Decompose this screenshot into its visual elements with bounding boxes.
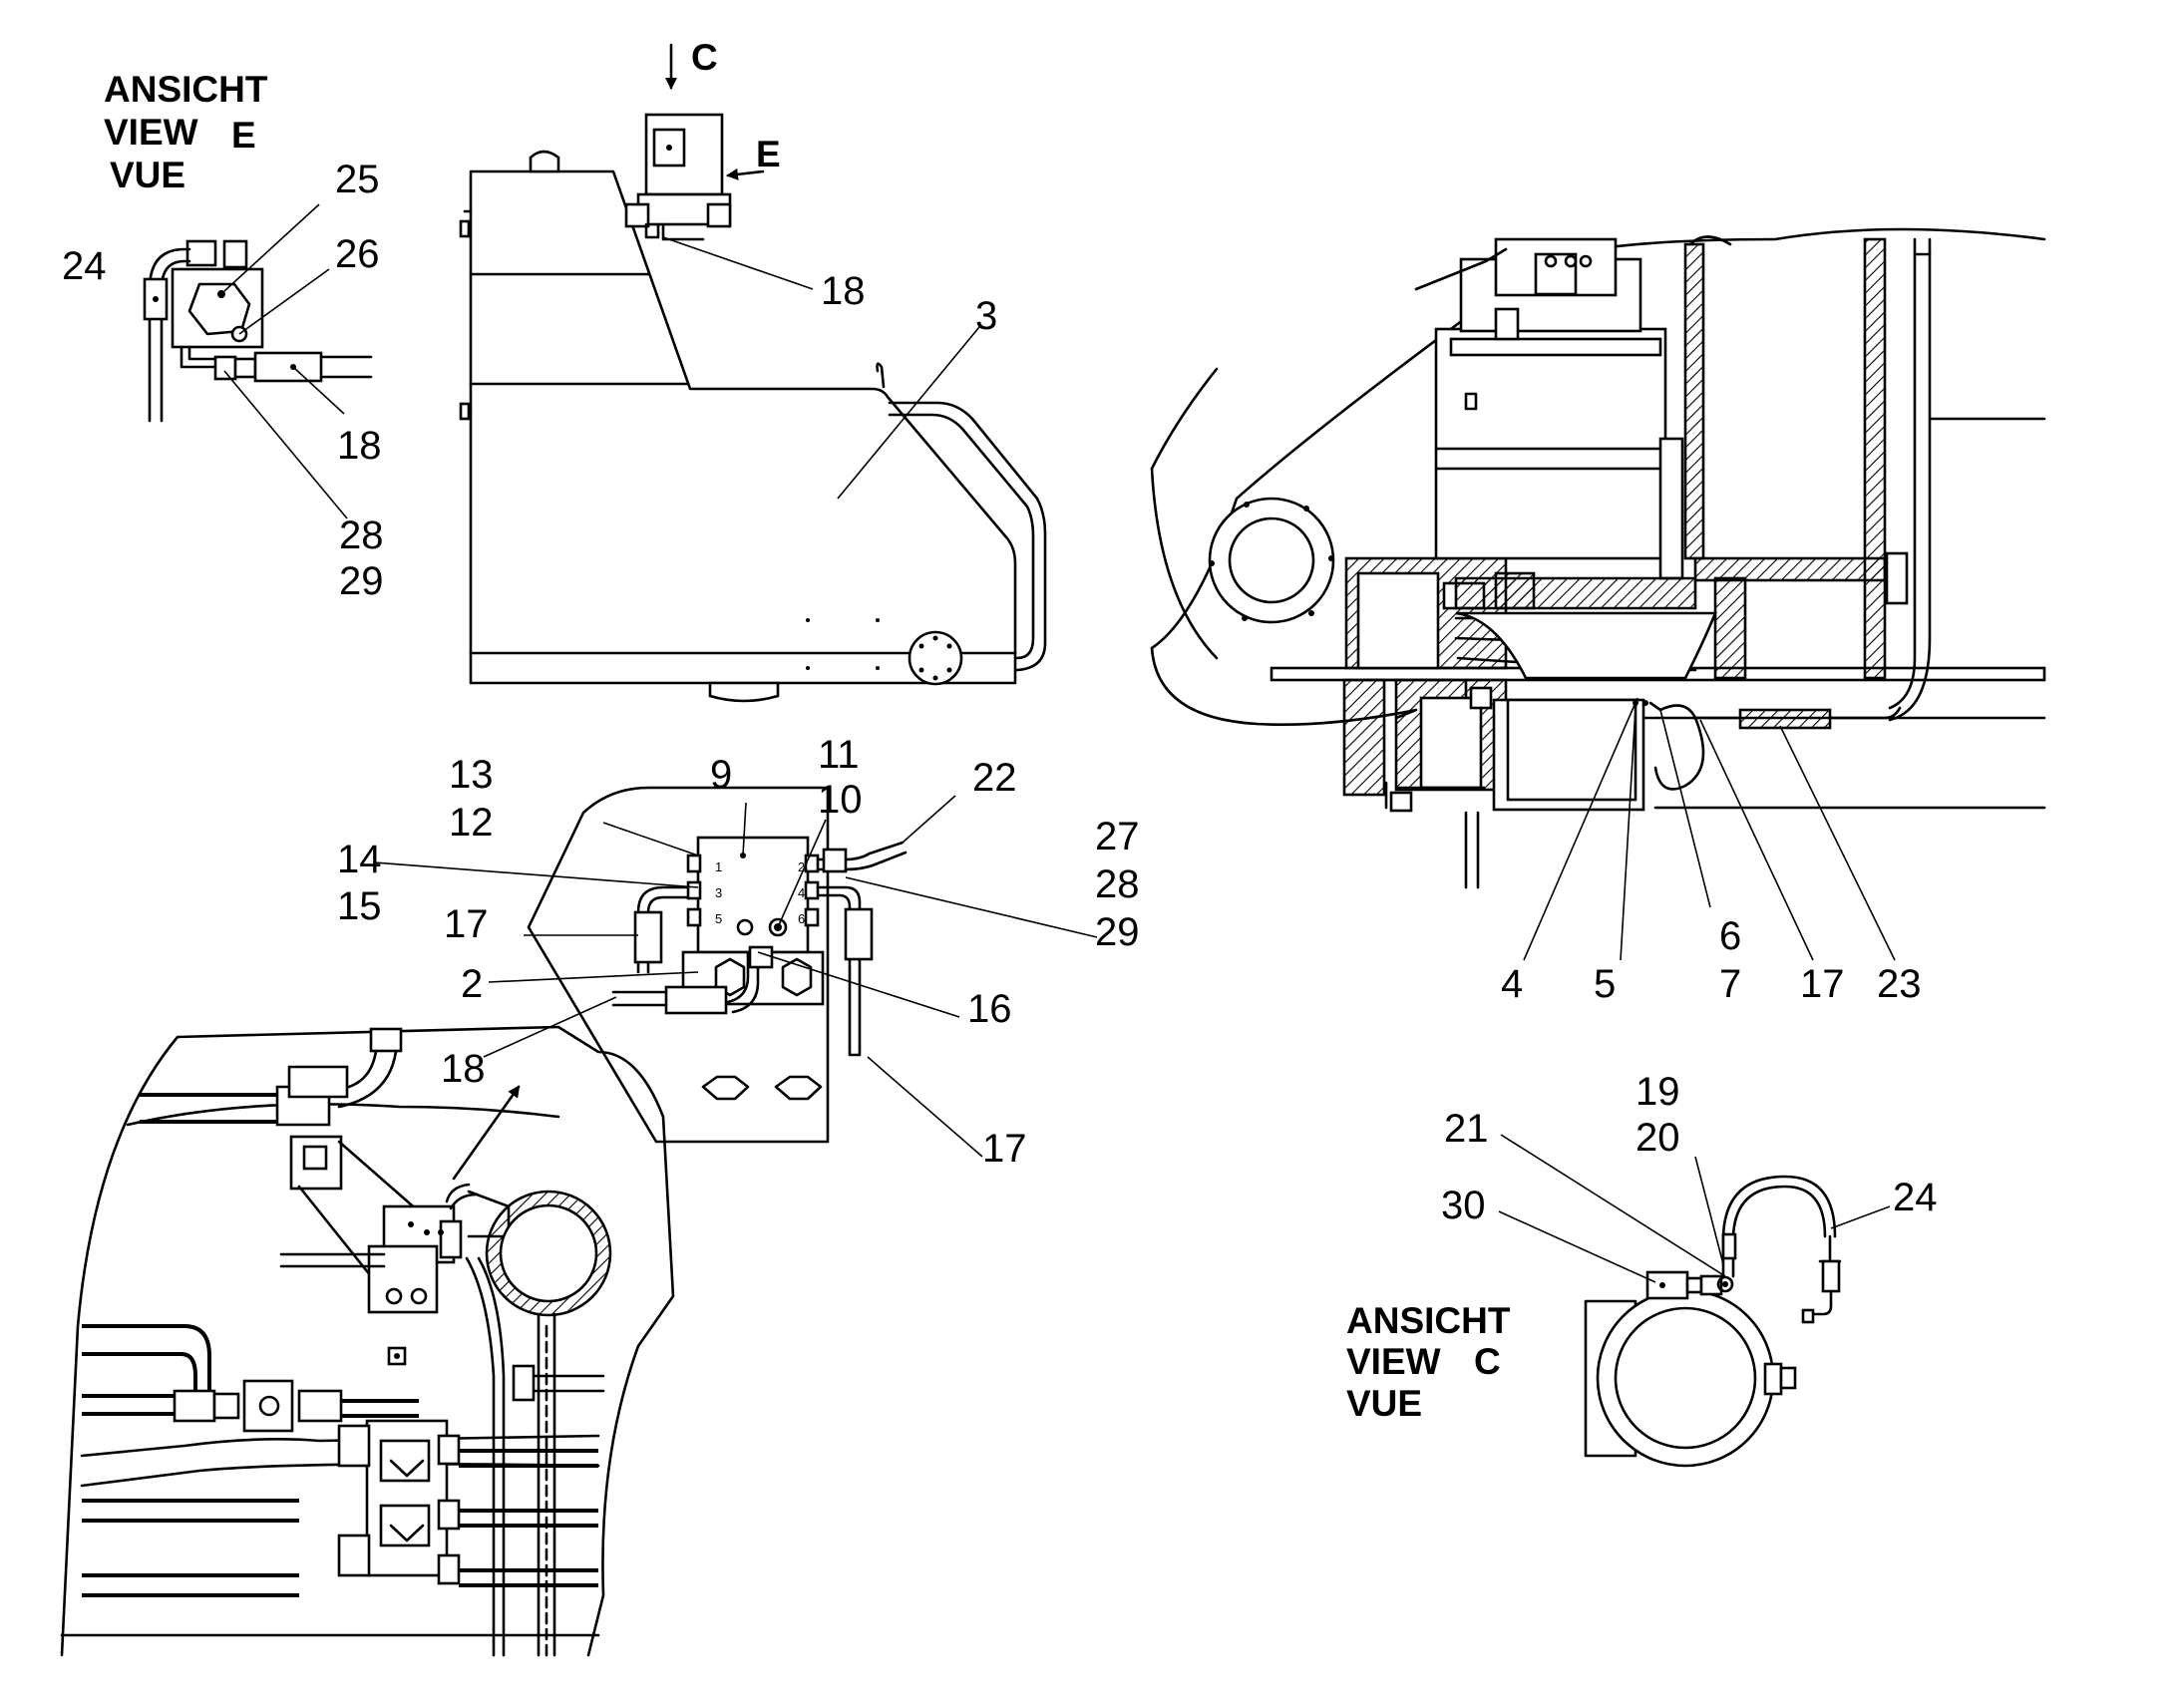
callout-e18: 18 [337,424,382,468]
callout-r17: 17 [1800,962,1845,1006]
view-e-title-line2: VIEW [104,112,198,153]
port-6: 6 [798,911,805,926]
callout-m14: 14 [337,838,382,881]
callout-t18: 18 [821,269,866,313]
port-3: 3 [715,885,722,900]
callout-m15: 15 [337,884,382,928]
callout-c24: 24 [1893,1176,1938,1219]
callout-e29: 29 [339,559,384,603]
callout-m17a: 17 [444,902,489,946]
callout-c21: 21 [1444,1107,1489,1151]
callout-c30: 30 [1441,1184,1486,1227]
callout-m17b: 17 [982,1127,1027,1171]
callout-m2: 2 [461,962,483,1006]
view-c-detail: 19 20 21 30 24 ANSICHT VIEW C VUE [1346,1070,1938,1468]
hydraulic-tank: C E 18 3 [459,37,1047,703]
callout-m11: 11 [818,733,860,777]
callout-m27: 27 [1095,815,1140,858]
callout-r5: 5 [1594,962,1616,1006]
callout-m12: 12 [449,801,494,845]
machine-frame-overview [60,1025,675,1657]
arrow-e-label: E [756,134,781,174]
callout-e25: 25 [335,158,380,201]
callout-r7: 7 [1719,962,1741,1006]
view-c-letter: C [1474,1341,1501,1382]
lube-pump [624,113,732,241]
callout-m9: 9 [710,753,732,797]
callout-e28: 28 [339,513,384,557]
port-4: 4 [798,885,805,900]
section-view: 4 5 6 7 17 23 [1150,227,2046,1006]
view-e-title-line3: VUE [110,155,185,195]
view-c-title-line3: VUE [1346,1383,1422,1424]
callout-t3: 3 [975,294,997,338]
view-e-title-line1: ANSICHT [104,69,268,110]
callout-m22: 22 [972,756,1017,800]
callout-r4: 4 [1501,962,1523,1006]
callout-m28: 28 [1095,862,1140,906]
view-e-callouts: 24 25 26 18 28 29 [62,158,384,603]
callout-m29: 29 [1095,910,1140,954]
view-c-title-line2: VIEW [1346,1341,1441,1382]
callout-r6: 6 [1719,914,1741,958]
callout-m18: 18 [441,1047,486,1091]
view-e-valve-assembly [143,239,373,423]
callout-m10: 10 [818,778,863,822]
callout-e26: 26 [335,232,380,276]
view-c-title-line1: ANSICHT [1346,1300,1511,1341]
distributor-block-assembly: 1 2 3 4 5 6 [337,733,1140,1171]
callout-m13: 13 [449,753,494,797]
view-e-letter: E [231,115,256,156]
callout-c20: 20 [1635,1116,1680,1160]
port-1: 1 [715,859,722,874]
arrow-c-label: C [691,37,718,78]
view-e-detail: ANSICHT VIEW E VUE [62,69,384,603]
callout-m16: 16 [967,987,1012,1031]
callout-e24: 24 [62,244,107,288]
port-2: 2 [798,859,805,874]
port-5: 5 [715,911,722,926]
callout-r23: 23 [1877,962,1922,1006]
callout-c19: 19 [1635,1070,1680,1114]
